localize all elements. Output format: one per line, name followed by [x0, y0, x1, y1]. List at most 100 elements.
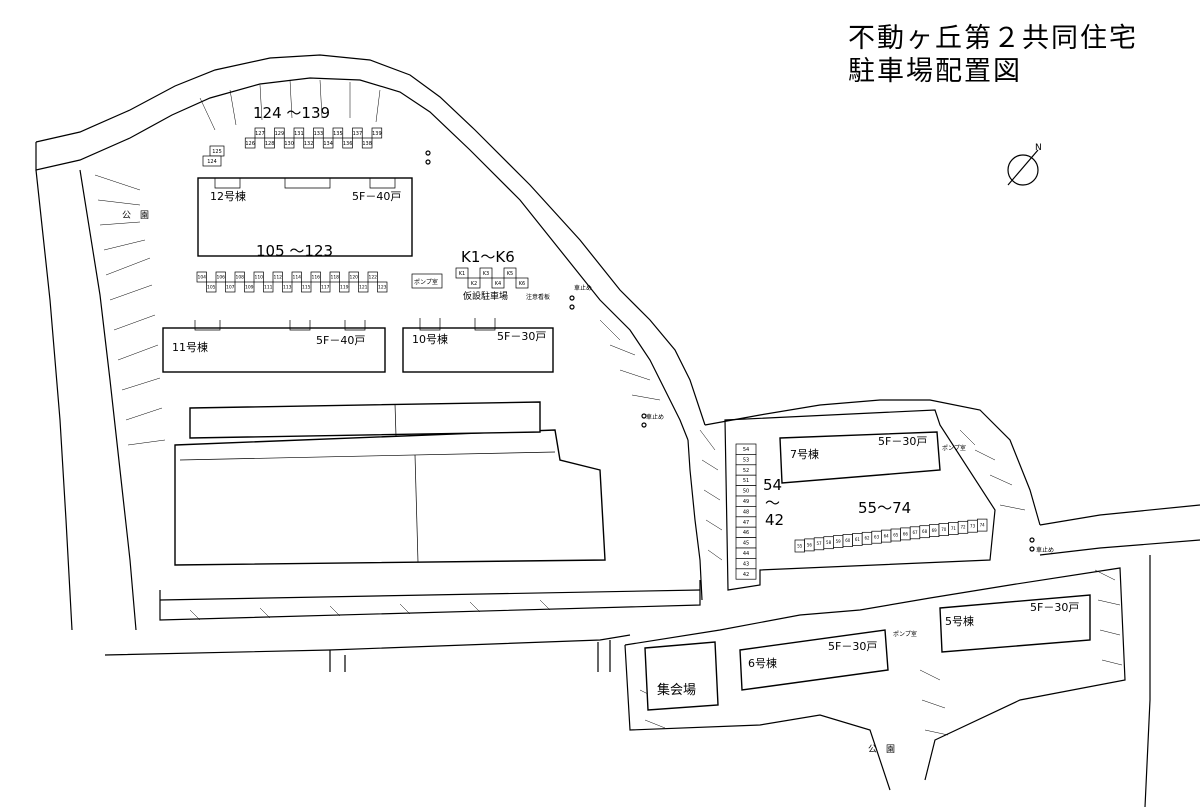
park-south-label: 公 園: [868, 744, 895, 755]
parking-slot-111: 111: [263, 281, 274, 293]
svg-text:116: 116: [311, 275, 320, 281]
parking-slot-71: 71: [948, 522, 959, 535]
svg-text:65: 65: [893, 532, 899, 537]
central-block: [174, 401, 606, 566]
svg-text:114: 114: [292, 275, 301, 281]
sign-label: 注意看板: [526, 293, 550, 301]
svg-text:63: 63: [874, 535, 880, 540]
meeting-hall-name: 集会場: [657, 682, 696, 698]
svg-text:110: 110: [254, 275, 263, 281]
svg-text:58: 58: [826, 540, 832, 545]
parking-slot-K6: K6: [515, 277, 529, 289]
parking-slot-K4: K4: [491, 277, 505, 289]
parking-slot-50: 50: [735, 485, 757, 497]
building-7-name: 7号棟: [790, 447, 819, 461]
parking-slot-K5: K5: [503, 267, 517, 279]
building-5: 5号棟 5F－30戸: [939, 594, 1091, 653]
building-11-name: 11号棟: [172, 340, 208, 354]
svg-text:53: 53: [743, 457, 749, 463]
svg-text:42: 42: [743, 572, 749, 578]
parking-slot-108: 108: [234, 271, 245, 283]
parking-slot-68: 68: [919, 525, 930, 539]
parking-slot-120: 120: [348, 271, 359, 283]
parking-slot-54: 54: [735, 443, 757, 455]
parking-slot-K2: K2: [467, 277, 481, 289]
parking-slot-121: 121: [358, 281, 369, 293]
range-54: 54: [763, 476, 782, 494]
parking-slot-62: 62: [861, 531, 873, 545]
svg-text:67: 67: [912, 530, 918, 535]
pump-room-label-north: ポンプ室: [414, 278, 438, 286]
car-stop-markers: [425, 150, 1035, 552]
building-6-units: 5F－30戸: [828, 640, 877, 653]
svg-text:52: 52: [743, 468, 749, 474]
range-42: 42: [765, 511, 784, 529]
svg-text:72: 72: [960, 525, 966, 530]
svg-text:117: 117: [321, 285, 330, 291]
site-boundaries: [35, 54, 1200, 807]
svg-text:K2: K2: [471, 281, 477, 287]
svg-text:55: 55: [797, 543, 803, 548]
car-stop-label-mid: 車止め: [646, 413, 664, 421]
svg-text:133: 133: [314, 131, 324, 137]
parking-slot-59: 59: [833, 535, 844, 548]
building-11: 11号棟 5F－40戸: [162, 320, 386, 373]
svg-text:61: 61: [855, 537, 861, 542]
parking-slot-118: 118: [329, 271, 340, 283]
building-12-units: 5F－40戸: [352, 190, 401, 203]
parking-slot-122: 122: [367, 271, 378, 283]
car-stop-label-north: 車止め: [574, 284, 592, 292]
svg-text:118: 118: [330, 275, 339, 281]
range-105-123: 105 ～123: [256, 242, 333, 260]
parking-slot-52: 52: [735, 464, 757, 476]
svg-text:112: 112: [273, 275, 282, 281]
parking-slot-61: 61: [852, 533, 863, 546]
parking-slot-110: 110: [253, 271, 264, 283]
compass-label: N: [1035, 143, 1042, 153]
svg-text:105: 105: [207, 285, 216, 291]
parking-slot-113: 113: [282, 281, 293, 293]
parking-slot-137: 137: [352, 127, 363, 139]
building-6-name: 6号棟: [748, 656, 777, 670]
parking-slot-43: 43: [735, 558, 757, 570]
svg-text:138: 138: [362, 141, 372, 147]
parking-slot-K3: K3: [479, 267, 493, 279]
parking-slot-104: 104: [196, 271, 207, 283]
north-arrow-icon: N: [1007, 143, 1042, 186]
parking-slot-69: 69: [929, 524, 940, 537]
parking-slot-57: 57: [813, 537, 825, 551]
temp-parking-label: 仮設駐車場: [463, 290, 508, 302]
svg-text:48: 48: [743, 509, 749, 515]
parking-slot-74: 74: [977, 518, 988, 532]
svg-text:104: 104: [197, 275, 206, 281]
building-7: 7号棟 5F－30戸: [779, 431, 941, 484]
parking-slot-136: 136: [342, 137, 353, 149]
svg-text:115: 115: [302, 285, 311, 291]
parking-slot-134: 134: [322, 137, 334, 149]
parking-slot-109: 109: [244, 281, 255, 293]
svg-text:51: 51: [743, 478, 749, 484]
parking-slot-55: 55: [794, 539, 805, 553]
parking-slot-58: 58: [823, 536, 834, 550]
parking-slot-112: 112: [272, 271, 283, 283]
parking-slot-127: 127: [254, 127, 266, 139]
svg-text:113: 113: [283, 285, 292, 291]
park-west-label: 公 園: [122, 210, 149, 221]
svg-text:47: 47: [743, 520, 749, 526]
parking-slot-117: 117: [320, 281, 331, 293]
svg-text:132: 132: [304, 141, 314, 147]
parking-slot-63: 63: [871, 530, 882, 544]
parking-slot-60: 60: [842, 534, 853, 547]
parking-slot-64: 64: [881, 529, 892, 543]
svg-text:68: 68: [922, 529, 928, 534]
building-5-name: 5号棟: [945, 614, 974, 628]
parking-slot-45: 45: [735, 537, 757, 549]
svg-text:130: 130: [284, 141, 294, 147]
svg-text:46: 46: [743, 530, 749, 536]
building-10-name: 10号棟: [412, 332, 448, 346]
svg-text:121: 121: [359, 285, 368, 291]
building-12-name: 12号棟: [210, 189, 246, 203]
svg-text:136: 136: [343, 141, 353, 147]
